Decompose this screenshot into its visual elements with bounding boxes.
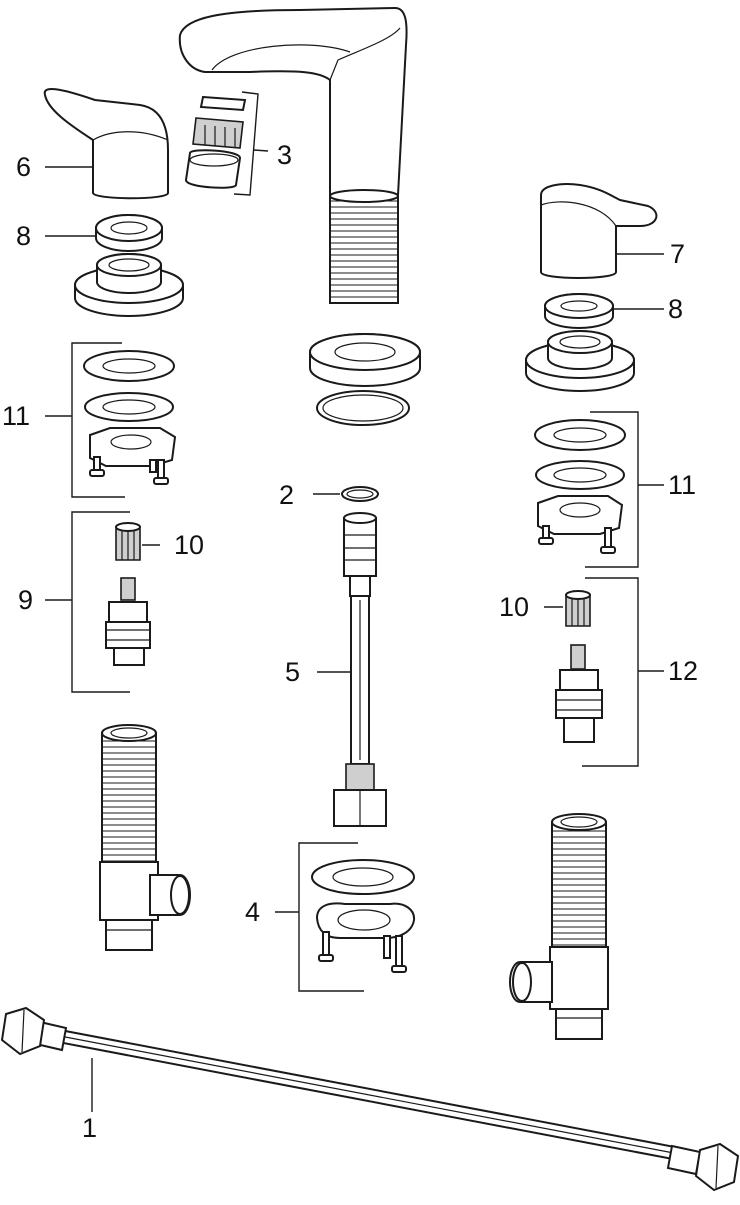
- spout: [178, 6, 408, 304]
- label-10-right: 10: [499, 592, 530, 622]
- right-ring-8: [544, 293, 664, 329]
- right-base-flange: [525, 330, 635, 392]
- label-11-left: 11: [2, 401, 31, 431]
- left-base-flange: [74, 253, 184, 317]
- left-ring-8: [45, 214, 163, 252]
- label-5: 5: [285, 657, 301, 687]
- spout-gasket: [309, 333, 421, 387]
- left-handle: [43, 88, 169, 200]
- label-12: 12: [668, 656, 699, 686]
- right-threaded-shank: [509, 813, 609, 1040]
- connection-hose-1: [0, 1006, 740, 1192]
- right-handle: [540, 183, 664, 279]
- label-8-left: 8: [16, 221, 32, 251]
- label-7: 7: [670, 239, 686, 269]
- o-ring-2: [313, 486, 379, 502]
- right-valve-group-12: [544, 577, 664, 767]
- label-3: 3: [277, 140, 293, 170]
- aerator-set: [184, 91, 269, 196]
- spout-mounting-set-4: [275, 842, 416, 992]
- label-4: 4: [245, 897, 261, 927]
- connection-hose-5: [317, 512, 387, 827]
- label-8-right: 8: [668, 294, 684, 324]
- label-1: 1: [82, 1113, 98, 1143]
- left-valve-group-9: [45, 511, 160, 693]
- label-9: 9: [18, 585, 34, 615]
- right-mounting-set-11: [534, 411, 664, 568]
- left-threaded-shank: [99, 724, 191, 951]
- label-11-right: 11: [668, 470, 697, 500]
- spout-o-ring: [316, 390, 410, 426]
- label-6: 6: [16, 152, 32, 182]
- label-2: 2: [279, 480, 295, 510]
- left-mounting-set-11: [45, 342, 177, 498]
- label-10-left: 10: [174, 530, 205, 560]
